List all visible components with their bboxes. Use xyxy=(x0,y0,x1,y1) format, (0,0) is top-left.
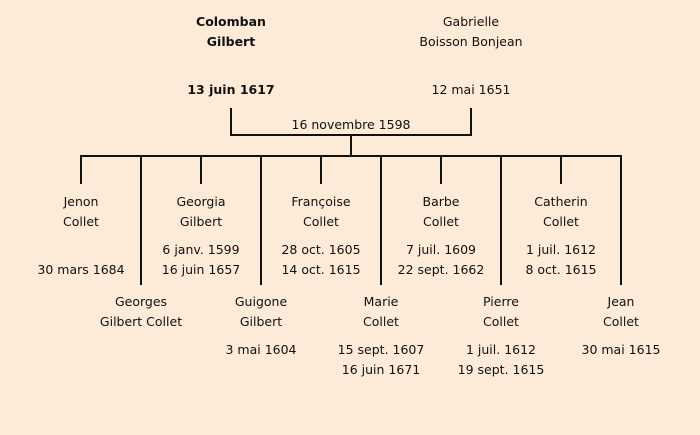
child-first-name: Marie xyxy=(363,294,399,309)
child-birth: 1 juil. 1612 xyxy=(465,342,537,357)
child-first-name: Pierre xyxy=(483,294,519,309)
child-first-name: Guigone xyxy=(234,294,288,309)
children-bar xyxy=(80,155,622,157)
child-birth: 28 oct. 1605 xyxy=(281,242,361,257)
child-birth: 15 sept. 1607 xyxy=(337,342,425,357)
child-death: 8 oct. 1615 xyxy=(525,262,597,277)
child-connector xyxy=(620,155,622,285)
child-last-name: Collet xyxy=(603,314,639,329)
father-last-name: Gilbert xyxy=(206,34,256,49)
child-last-name: Collet xyxy=(363,314,399,329)
child-death: 16 juin 1671 xyxy=(341,362,421,377)
child-death: 19 sept. 1615 xyxy=(457,362,545,377)
child-connector xyxy=(500,155,502,285)
child-last-name: Collet xyxy=(543,214,579,229)
child-birth: 7 juil. 1609 xyxy=(405,242,477,257)
child-death: 30 mars 1684 xyxy=(37,262,125,277)
child-connector xyxy=(560,155,562,184)
child-last-name: Collet xyxy=(483,314,519,329)
child-last-name: Gilbert xyxy=(239,314,283,329)
father-connector xyxy=(230,108,232,136)
father-date: 13 juin 1617 xyxy=(187,82,275,97)
child-death: 14 oct. 1615 xyxy=(281,262,361,277)
child-connector xyxy=(80,155,82,184)
child-first-name: Catherin xyxy=(534,194,588,209)
mother-last-name: Boisson Bonjean xyxy=(419,34,523,49)
child-connector xyxy=(200,155,202,184)
child-first-name: Jenon xyxy=(63,194,99,209)
child-death: 16 juin 1657 xyxy=(161,262,241,277)
mother-first-name: Gabrielle xyxy=(442,14,500,29)
child-birth: 3 mai 1604 xyxy=(225,342,297,357)
child-connector xyxy=(440,155,442,184)
family-stem xyxy=(350,134,352,157)
child-first-name: Jean xyxy=(607,294,635,309)
child-birth: 6 janv. 1599 xyxy=(162,242,240,257)
child-first-name: Georges xyxy=(114,294,168,309)
child-birth: 30 mai 1615 xyxy=(581,342,661,357)
child-last-name: Collet xyxy=(423,214,459,229)
child-first-name: Barbe xyxy=(422,194,460,209)
child-connector xyxy=(380,155,382,285)
child-birth: 1 juil. 1612 xyxy=(525,242,597,257)
marriage-date: 16 novembre 1598 xyxy=(291,117,411,132)
child-death: 22 sept. 1662 xyxy=(397,262,485,277)
child-first-name: Georgia xyxy=(176,194,226,209)
child-last-name: Gilbert xyxy=(179,214,223,229)
child-last-name: Gilbert Collet xyxy=(99,314,183,329)
child-first-name: Françoise xyxy=(291,194,351,209)
child-last-name: Collet xyxy=(63,214,99,229)
mother-date: 12 mai 1651 xyxy=(431,82,511,97)
mother-connector xyxy=(470,108,472,136)
child-connector xyxy=(320,155,322,184)
child-connector xyxy=(140,155,142,285)
child-connector xyxy=(260,155,262,285)
father-first-name: Colomban xyxy=(196,14,266,29)
child-last-name: Collet xyxy=(303,214,339,229)
